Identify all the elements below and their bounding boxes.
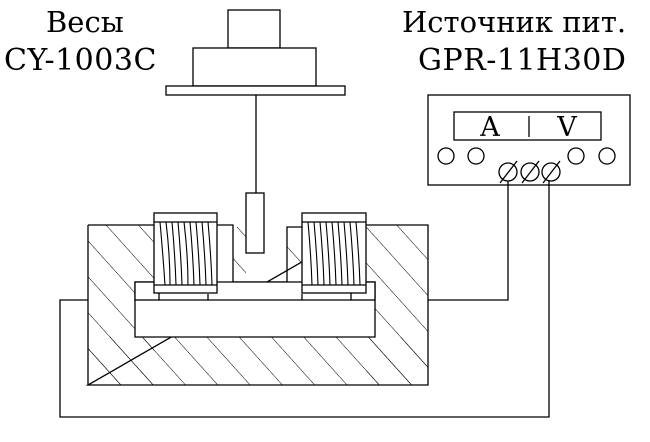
meter-display bbox=[453, 111, 602, 141]
left-coil bbox=[153, 212, 218, 294]
knob bbox=[437, 147, 455, 165]
scale-model: CY-1003C bbox=[4, 43, 157, 78]
knob bbox=[567, 147, 585, 165]
scale-title: Весы bbox=[46, 5, 124, 39]
voltmeter-label: V bbox=[556, 112, 577, 143]
knob bbox=[467, 147, 485, 165]
ammeter-label: A bbox=[479, 112, 500, 143]
scale-pan bbox=[165, 85, 346, 96]
power-supply-model: GPR-11H30D bbox=[418, 43, 627, 78]
scale-body bbox=[192, 47, 317, 87]
output-terminals bbox=[498, 160, 561, 184]
scale bbox=[165, 9, 346, 254]
suspended-magnet bbox=[245, 192, 265, 254]
power-supply bbox=[427, 94, 631, 186]
knob bbox=[598, 147, 616, 165]
power-supply-title: Источник пит. bbox=[402, 5, 627, 39]
scale-top-block bbox=[227, 9, 281, 49]
wiring bbox=[59, 181, 550, 418]
right-coil bbox=[301, 212, 367, 294]
